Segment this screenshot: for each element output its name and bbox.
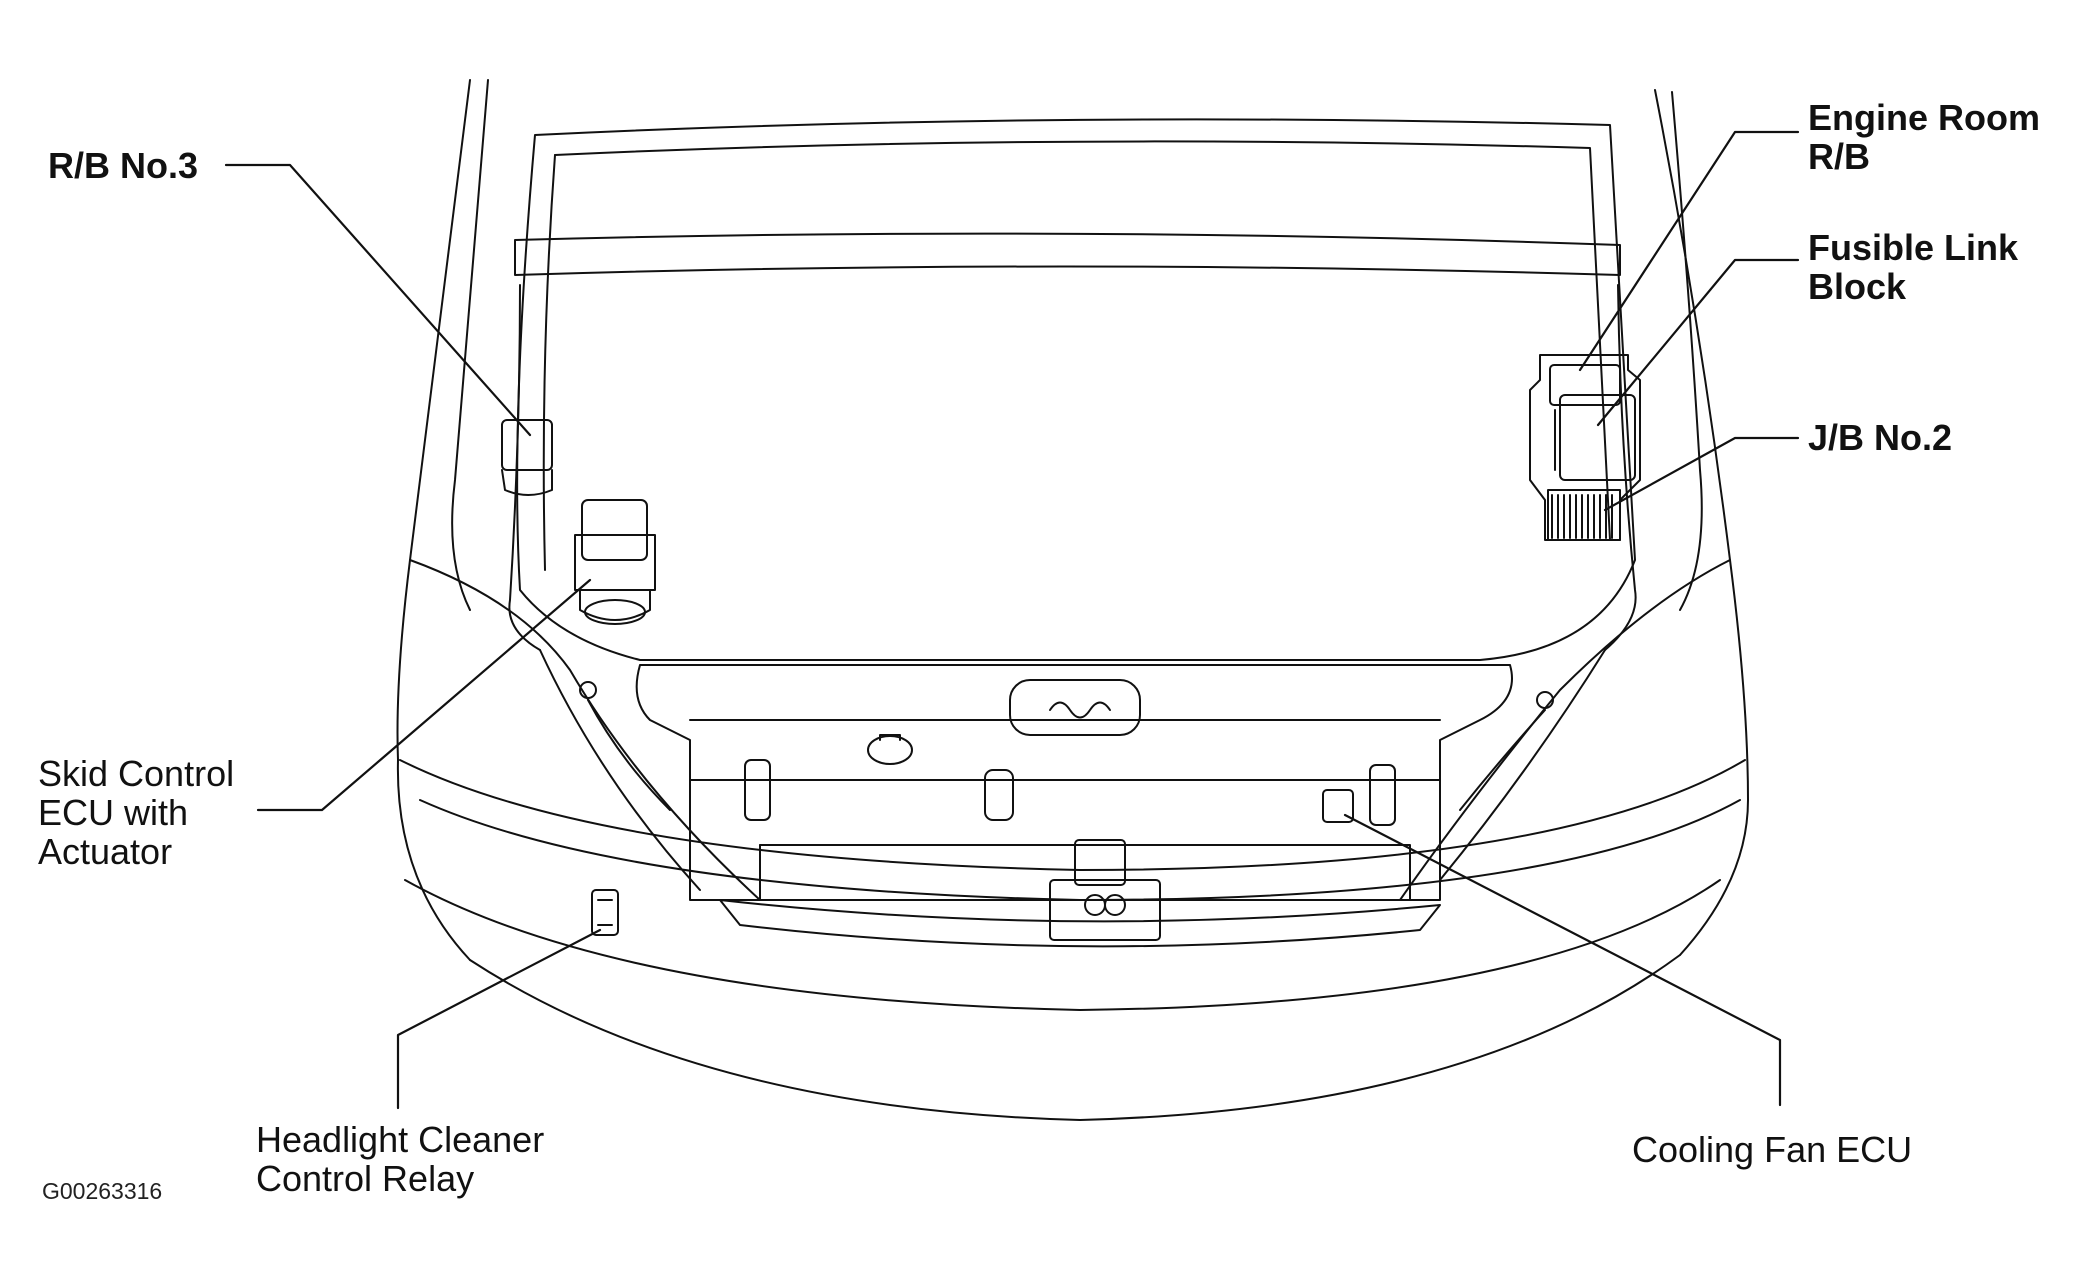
label-rb-no3: R/B No.3 [48,145,199,186]
skid-control-ecu-component [575,500,655,624]
leader-skid-control [258,580,590,810]
jb-no2-component [1548,490,1620,540]
cooling-fan-ecu-component [1323,790,1353,822]
headlight-cleaner-relay-component [592,890,618,935]
leader-cooling-fan [1345,815,1780,1105]
car-body-outline [398,80,1749,1120]
leader-engine-room-rb [1580,132,1798,370]
label-fusible-link-block: Fusible Link Block [1808,227,2019,307]
label-jb-no2: J/B No.2 [1808,417,1953,458]
leader-lines [226,132,1798,1108]
label-headlight-cleaner-relay: Headlight Cleaner Control Relay [256,1119,545,1199]
figure-code: G00263316 [42,1178,163,1204]
radiator-support [580,665,1553,946]
leader-fusible-link [1598,260,1798,425]
leader-headlight-relay [398,930,600,1108]
label-skid-control-ecu: Skid Control ECU with Actuator [38,753,235,872]
leader-jb-no2 [1605,438,1798,510]
label-engine-room-rb: Engine Room R/B [1808,97,2040,177]
fusible-link-block-component [1555,395,1635,480]
leader-rb-no3 [226,165,530,435]
rb-no3-component [502,420,552,495]
label-cooling-fan-ecu: Cooling Fan ECU [1632,1129,1913,1170]
